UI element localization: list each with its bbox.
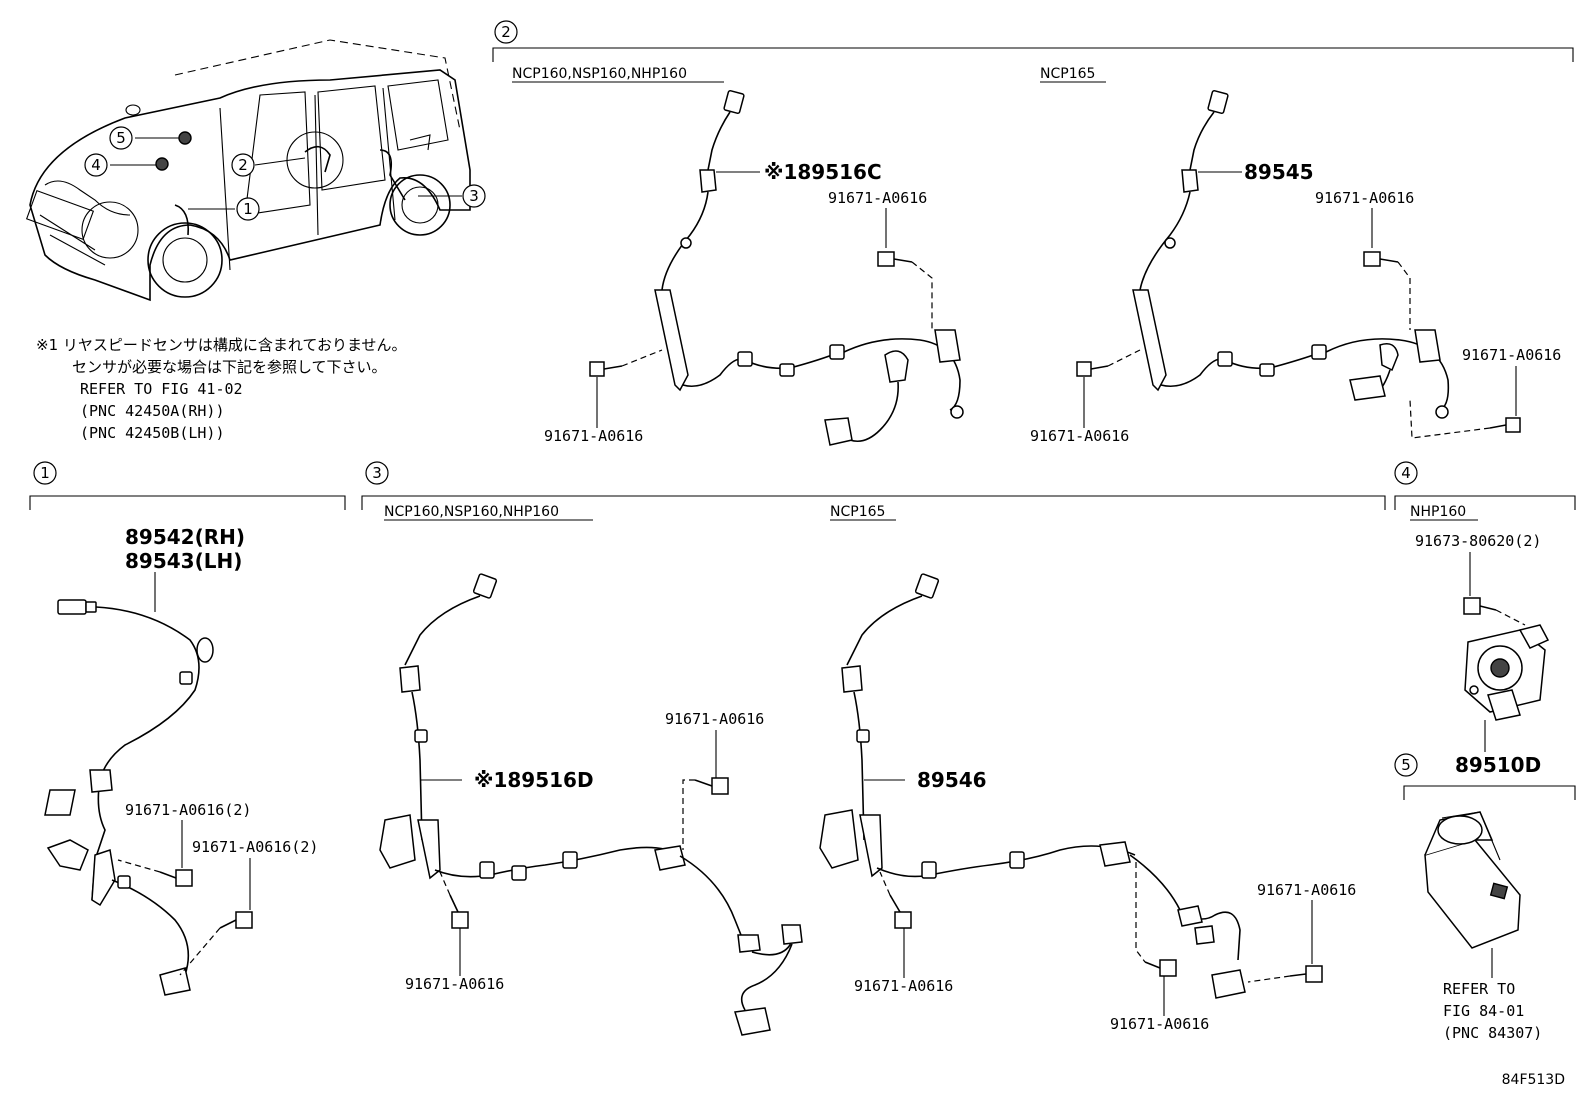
section-3-badge	[365, 461, 389, 485]
section-5-number: 5	[1401, 756, 1411, 774]
section-4-badge	[1394, 461, 1418, 485]
s4-bolt-label: 91673-80620(2)	[1415, 532, 1541, 550]
s3b-sensor-harness	[819, 573, 1246, 999]
s1-part-lh: 89543(LH)	[125, 549, 242, 573]
s2b-bolt-right-label: 91671-A0616	[1462, 346, 1561, 364]
car-callout-4: 4	[84, 153, 108, 177]
car-callout-5: 5	[109, 126, 133, 150]
s2a-bolt-left-label: 91671-A0616	[544, 427, 643, 445]
s5-ref-line-2: FIG 84-01	[1443, 1002, 1524, 1020]
section-3: 3 NCP160,NSP160,NHP160 NCP165 ※	[361, 461, 1386, 1036]
s3b-bolt-right-label: 91671-A0616	[1257, 881, 1356, 899]
s3b-bolt-right	[1289, 965, 1323, 983]
section-1: 1 89542(RH) 89543(LH) 91671-A0616(2) 91	[29, 461, 346, 996]
section-3-number: 3	[372, 464, 382, 482]
s1-bolt-a	[159, 869, 193, 887]
s3b-bolt-bottom	[889, 894, 912, 929]
svg-text:3: 3	[469, 187, 479, 205]
s2a-bolt-left	[589, 361, 623, 377]
car-callout-3: 3	[462, 184, 486, 208]
section-4-bracket	[1394, 495, 1576, 510]
s3-variant-a: NCP160,NSP160,NHP160	[384, 504, 559, 520]
s2-variant-b: NCP165	[1040, 66, 1095, 82]
s3a-bolt-top	[694, 777, 729, 795]
s5-steering-sensor	[1424, 811, 1521, 949]
section-2-bracket	[492, 47, 1574, 62]
note-line-1: ※1 リヤスピードセンサは構成に含まれておりません。	[36, 336, 407, 354]
s2b-part-number: 89545	[1244, 160, 1314, 184]
s3a-bolt-top-label: 91671-A0616	[665, 710, 764, 728]
s2b-bolt-top-label: 91671-A0616	[1315, 189, 1414, 207]
s2b-bolt-right	[1489, 417, 1521, 433]
section-2: 2 NCP160,NSP160,NHP160 NCP165 ※189516C	[492, 20, 1574, 446]
note-line-4: (PNC 42450A(RH))	[80, 402, 225, 420]
s1-part-rh: 89542(RH)	[125, 525, 245, 549]
s4-part-number: 89510D	[1455, 753, 1541, 777]
s3b-bolt-bottom-label: 91671-A0616	[854, 977, 953, 995]
s3a-bolt-bottom-label: 91671-A0616	[405, 975, 504, 993]
s3b-bolt-mid	[1144, 959, 1177, 977]
section-2-number: 2	[501, 23, 511, 41]
s3a-bolt-bottom	[449, 894, 469, 929]
s3b-bolt-mid-label: 91671-A0616	[1110, 1015, 1209, 1033]
section-5-bracket	[1403, 785, 1576, 800]
s3a-part-number: ※189516D	[474, 768, 594, 792]
section-5-badge	[1394, 753, 1418, 777]
s2a-sensor-harness	[654, 89, 964, 446]
car-callout-2: 2	[231, 153, 255, 177]
s3b-part-number: 89546	[917, 768, 987, 792]
s2-variant-a: NCP160,NSP160,NHP160	[512, 66, 687, 82]
s2a-bolt-top-label: 91671-A0616	[828, 189, 927, 207]
section-3-bracket	[361, 495, 1386, 510]
section-4-number: 4	[1401, 464, 1411, 482]
s4-yaw-rate-sensor	[1464, 624, 1550, 721]
s3-variant-b: NCP165	[830, 504, 885, 520]
s2b-bolt-top	[1363, 251, 1399, 267]
s2a-part-number: ※189516C	[764, 160, 882, 184]
figure-code: 84F513D	[1502, 1072, 1565, 1088]
section-4: 4 NHP160 91673-80620(2) 89510D	[1394, 461, 1576, 777]
note-line-3: REFER TO FIG 41-02	[80, 380, 243, 398]
section-1-bracket	[29, 495, 346, 510]
vehicle-overview-illustration	[25, 39, 471, 302]
s4-variant: NHP160	[1410, 504, 1466, 520]
section-1-badge	[33, 461, 57, 485]
s1-bolt-b	[219, 911, 253, 929]
note-line-5: (PNC 42450B(LH))	[80, 424, 225, 442]
note-line-2: センサが必要な場合は下記を参照して下さい。	[72, 358, 387, 376]
s2a-bolt-top	[877, 251, 913, 267]
s1-bolt-b-label: 91671-A0616(2)	[192, 838, 318, 856]
svg-text:1: 1	[243, 200, 253, 218]
s2b-sensor-harness	[1132, 89, 1450, 419]
svg-text:5: 5	[116, 129, 126, 147]
svg-text:2: 2	[238, 156, 248, 174]
s2b-bolt-left-label: 91671-A0616	[1030, 427, 1129, 445]
s5-ref-line-1: REFER TO	[1443, 980, 1515, 998]
section-2-badge	[494, 20, 518, 44]
section-5: 5 REFER TO FIG 84-01 (PNC 84307)	[1394, 753, 1576, 1042]
section-1-number: 1	[40, 464, 50, 482]
car-callout-1: 1	[236, 197, 260, 221]
s1-bolt-a-label: 91671-A0616(2)	[125, 801, 251, 819]
s5-ref-line-3: (PNC 84307)	[1443, 1024, 1542, 1042]
s4-bolt	[1463, 597, 1497, 615]
svg-text:4: 4	[91, 156, 101, 174]
s1-sensor-harness	[44, 599, 214, 996]
s3a-sensor-harness	[379, 573, 803, 1036]
s2b-bolt-left	[1076, 361, 1109, 377]
